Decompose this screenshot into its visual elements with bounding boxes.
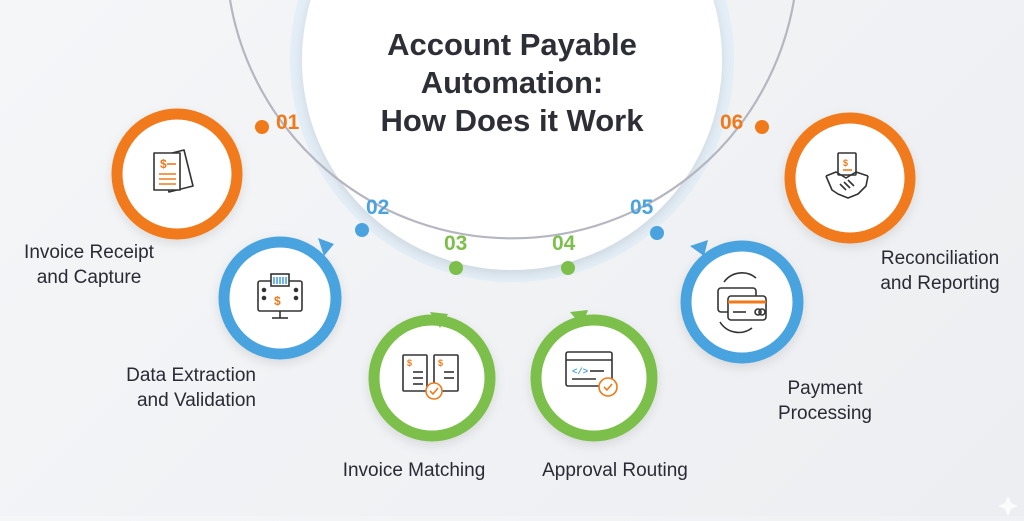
svg-text:$: $ xyxy=(438,358,443,368)
step-03-ring: $ $ xyxy=(368,312,496,442)
diagram-title: Account Payable Automation: How Does it … xyxy=(322,26,702,140)
step-number-06: 06 xyxy=(720,111,744,134)
center-circle xyxy=(302,0,722,270)
step-label-03-line-1: Invoice Matching xyxy=(342,460,486,481)
timeline-dot-06 xyxy=(755,120,769,134)
timeline-dot-02 xyxy=(355,223,369,237)
svg-text:$: $ xyxy=(274,294,281,308)
step-04-ring: </> xyxy=(530,310,658,442)
step-label-02-line-2: and Validation xyxy=(136,390,256,411)
step-label-06-line-2: and Reporting xyxy=(880,273,1000,294)
timeline-dot-04 xyxy=(561,261,575,275)
step-label-01-line-1: Invoice Receipt xyxy=(24,242,154,263)
browser-check-icon: </> xyxy=(565,351,618,397)
invoice-documents-icon: $ xyxy=(153,149,194,193)
step-number-03: 03 xyxy=(444,232,468,255)
step-01-ring: $ xyxy=(111,108,243,240)
timeline-dot-05 xyxy=(650,226,664,240)
sparkle-icon xyxy=(998,496,1018,516)
step-06-ring: $ xyxy=(784,112,916,244)
document-match-icon: $ $ xyxy=(402,354,459,400)
step-label-02-line-1: Data Extraction xyxy=(126,365,256,386)
timeline-dot-03 xyxy=(449,261,463,275)
step-label-04: Approval Routing xyxy=(520,458,710,483)
svg-text:$: $ xyxy=(843,158,848,168)
step-number-02: 02 xyxy=(366,196,390,219)
title-line-1: Account Payable xyxy=(387,27,637,62)
step-label-01-line-2: and Capture xyxy=(36,267,142,288)
step-05-ring xyxy=(680,240,804,364)
step-label-03: Invoice Matching xyxy=(320,458,508,483)
step-label-01: Invoice Receipt and Capture xyxy=(4,240,174,290)
timeline-dot-01 xyxy=(255,120,269,134)
step-number-04: 04 xyxy=(552,232,576,255)
step-02-ring: $ xyxy=(218,236,342,360)
monitor-scan-icon: $ xyxy=(257,273,303,319)
step-number-01: 01 xyxy=(276,111,300,134)
card-payment-icon xyxy=(717,272,767,334)
step-label-05: Payment Processing xyxy=(750,376,900,426)
step-label-02: Data Extraction and Validation xyxy=(80,363,256,413)
title-line-3: How Does it Work xyxy=(380,103,644,138)
timeline-arc xyxy=(228,0,796,240)
step-label-04-line-1: Approval Routing xyxy=(542,460,688,481)
step-label-05-line-1: Payment xyxy=(787,378,863,399)
svg-text:$: $ xyxy=(160,157,167,171)
step-number-05: 05 xyxy=(630,196,654,219)
step-label-06: Reconciliation and Reporting xyxy=(860,246,1020,296)
step-label-05-line-2: Processing xyxy=(778,403,872,424)
step-label-06-line-1: Reconciliation xyxy=(880,248,1000,269)
svg-text:</>: </> xyxy=(572,367,588,377)
handshake-icon: $ xyxy=(825,152,869,199)
svg-text:$: $ xyxy=(407,358,412,368)
title-line-2: Automation: xyxy=(420,65,604,100)
